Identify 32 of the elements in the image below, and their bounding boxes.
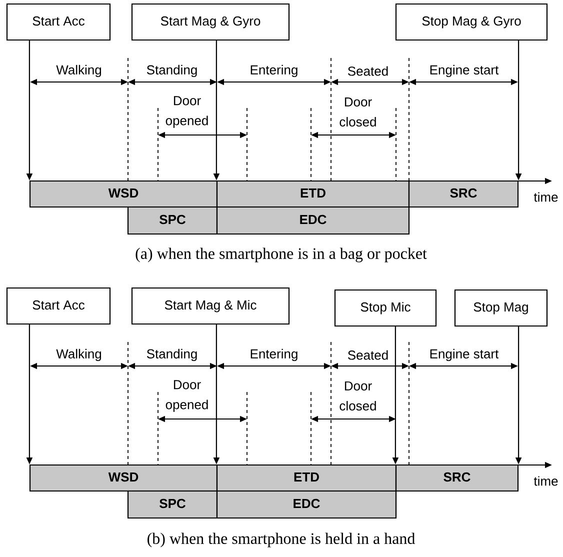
phase-label: Standing	[146, 348, 197, 362]
axis-label: time	[534, 192, 558, 202]
phase-label: Engine start	[430, 348, 499, 362]
event-label: Door closed	[340, 381, 376, 411]
phase-bar: EDC	[216, 490, 397, 519]
phase-label: Standing	[146, 64, 197, 78]
sensor-box: Stop Mag & Gyro	[395, 3, 548, 41]
sensor-box: Stop Mag	[454, 289, 548, 327]
axis-label: time	[534, 476, 558, 486]
phase-label: Walking	[56, 64, 102, 78]
phase-label: Entering	[250, 64, 298, 78]
phase-label: Seated	[348, 350, 388, 360]
phase-bar: ETD	[216, 464, 397, 492]
phase-label: Engine start	[430, 64, 499, 78]
phase-label: Seated	[348, 66, 388, 76]
phase-label: Entering	[250, 348, 298, 362]
sensor-box: Start Acc	[6, 3, 111, 41]
sensor-box: Stop Mic	[334, 289, 437, 327]
event-label: Door closed	[340, 97, 376, 127]
phase-bar: SRC	[408, 180, 519, 208]
phase-bar: SRC	[395, 464, 519, 492]
sensor-box: Start Mag & Mic	[131, 287, 290, 325]
phase-bar: ETD	[216, 180, 410, 208]
phase-label: Walking	[56, 348, 102, 362]
sensor-box: Start Acc	[6, 287, 111, 325]
event-label: Door opened	[166, 96, 208, 128]
caption: (a) when the smartphone is in a bag or pocket	[136, 248, 427, 262]
sensor-box: Start Mag & Gyro	[131, 3, 290, 41]
phase-bar: SPC	[127, 206, 218, 235]
caption: (b) when the smartphone is held in a hand	[148, 532, 416, 548]
phase-bar: SPC	[127, 490, 218, 519]
event-label: Door opened	[166, 380, 208, 412]
